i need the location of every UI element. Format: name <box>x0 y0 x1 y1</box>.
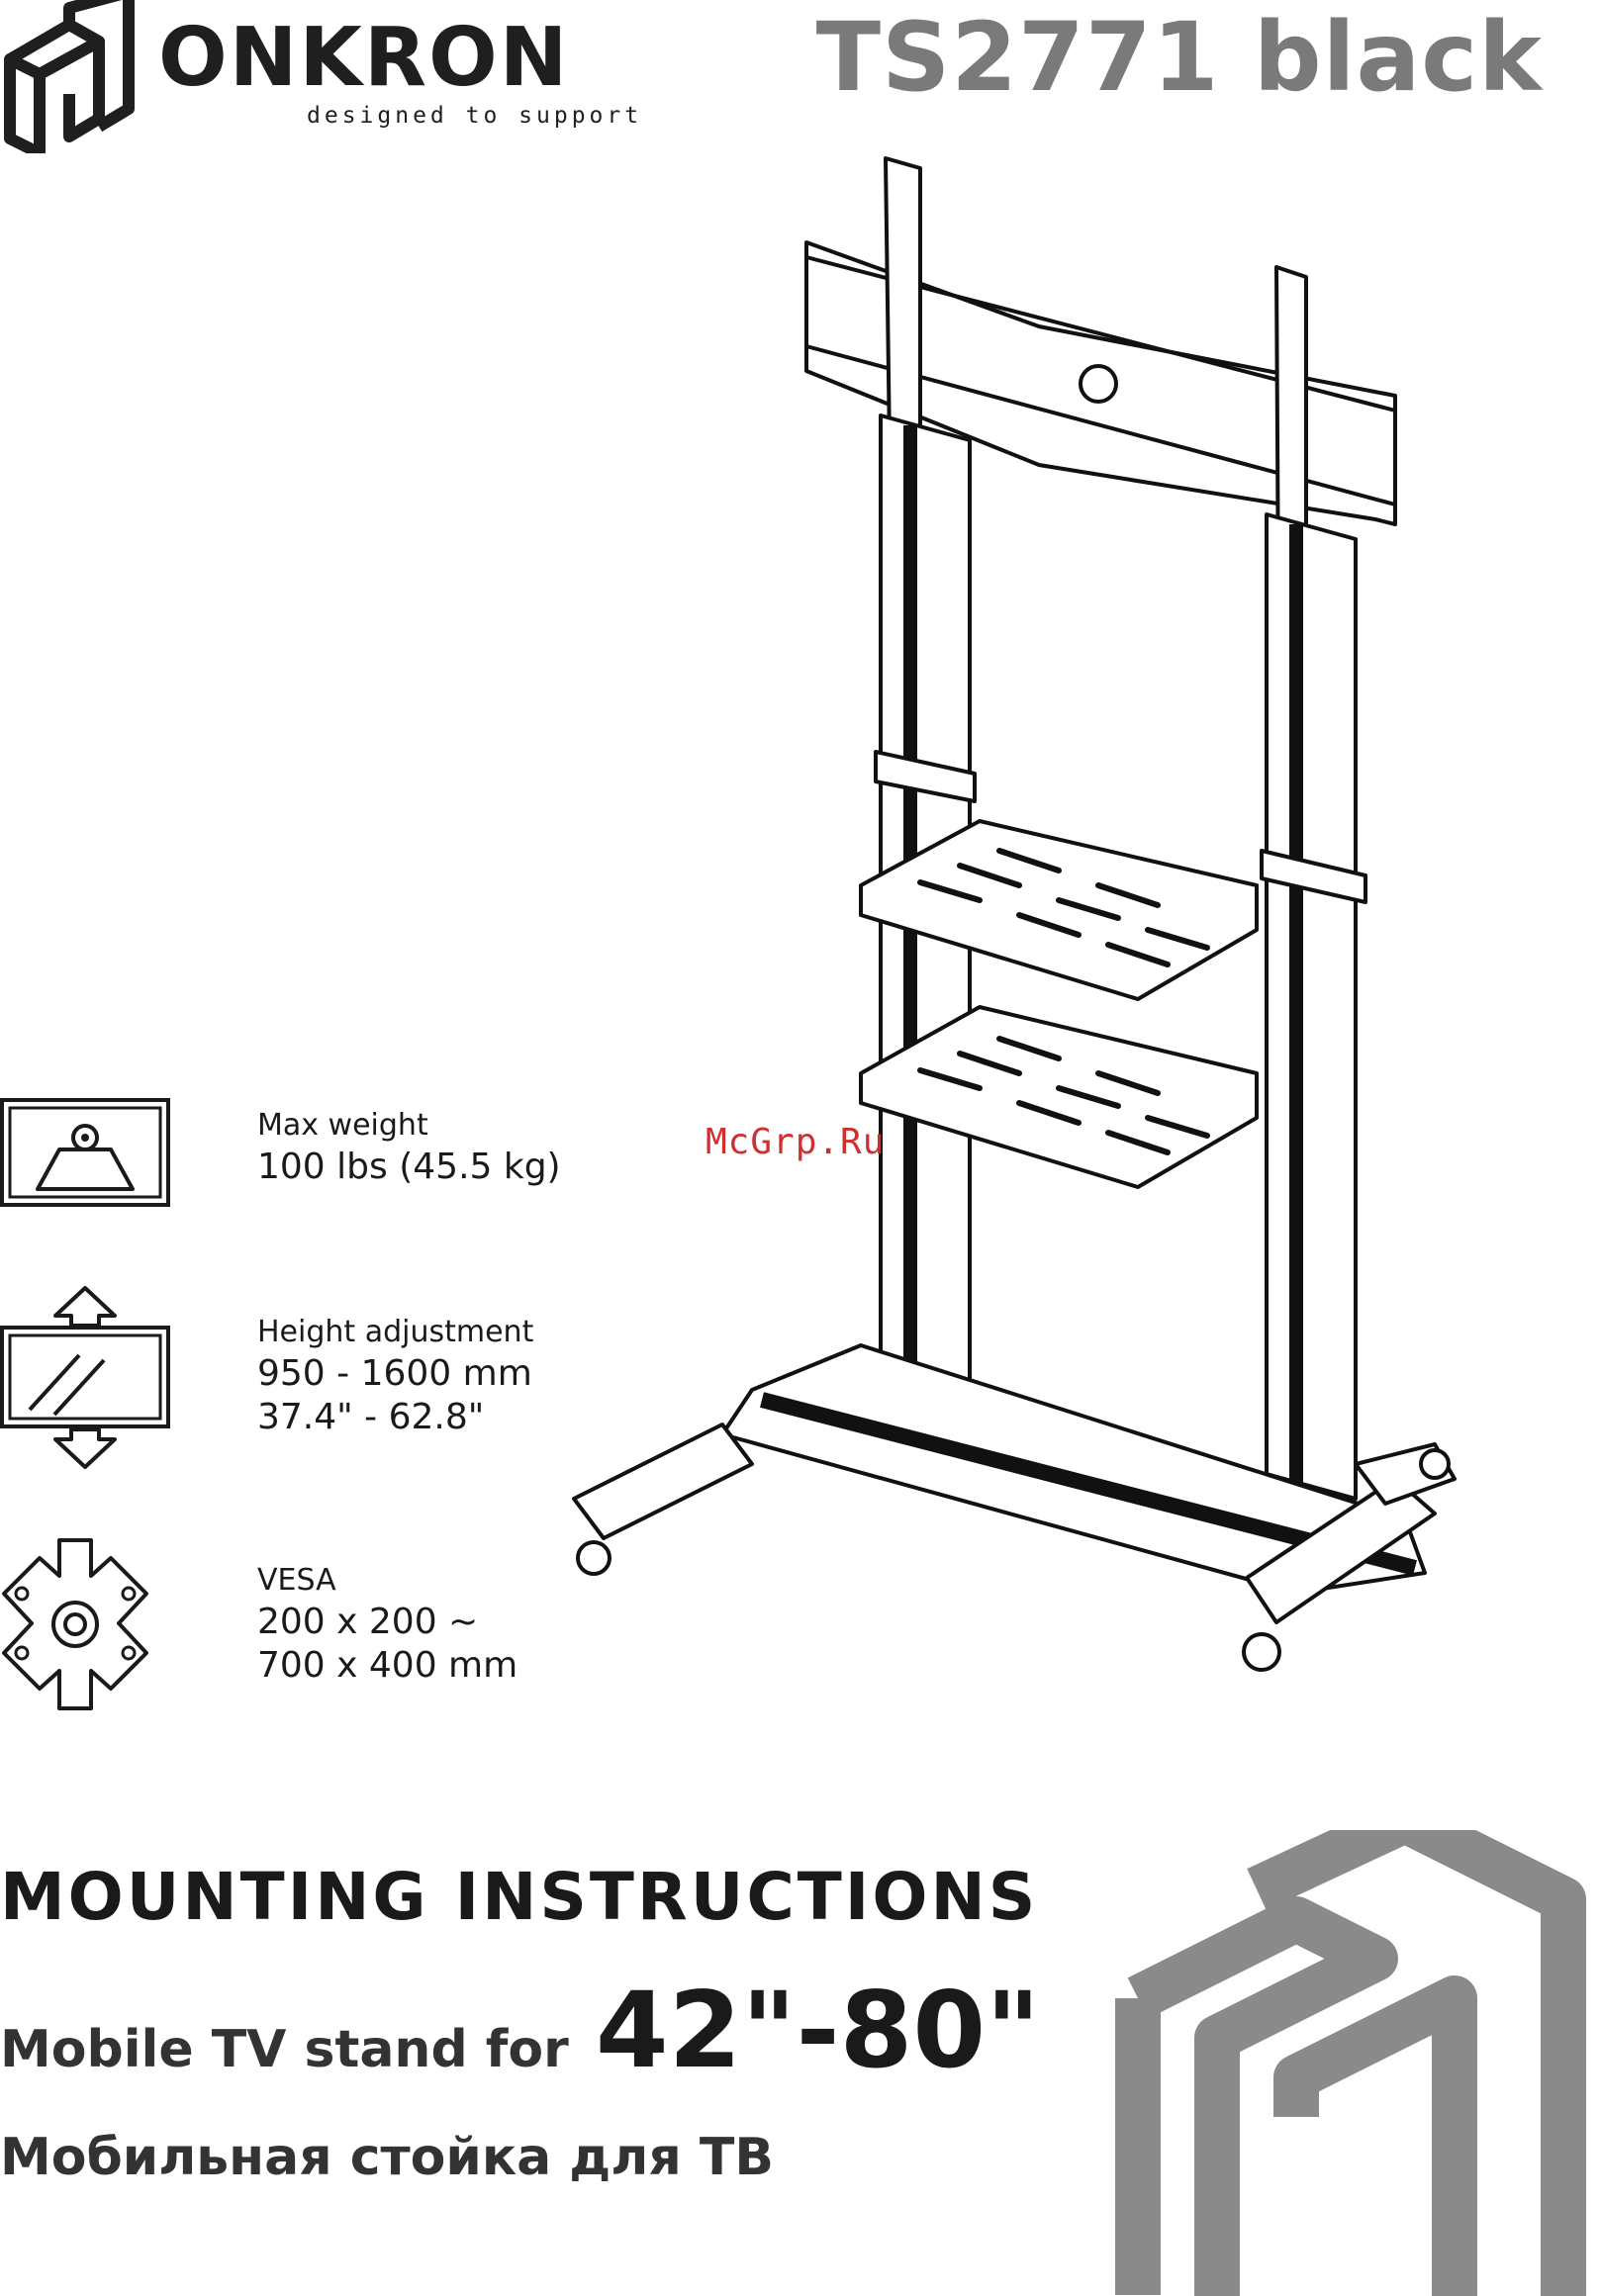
brand-name: ONKRON <box>158 18 569 99</box>
subtitle-english: Mobile TV stand for <box>0 2020 569 2079</box>
weight-icon <box>0 1098 170 1207</box>
model-title: TS2771 black <box>816 10 1543 105</box>
spec-value: 700 x 400 mm <box>257 1644 518 1688</box>
subtitle-russian: Мобильная стойка для ТВ <box>0 2132 774 2183</box>
spec-vesa: VESA 200 x 200 ~ 700 x 400 mm <box>257 1561 518 1688</box>
spec-value: 200 x 200 ~ <box>257 1601 518 1644</box>
tv-stand-illustration <box>564 148 1534 1771</box>
spec-value: 950 - 1600 mm <box>257 1352 533 1396</box>
spec-height-adjustment: Height adjustment 950 - 1600 mm 37.4" - … <box>257 1313 533 1439</box>
screen-size-range: 42"-80" <box>596 1970 1040 2091</box>
spec-max-weight: Max weight 100 lbs (45.5 kg) <box>257 1106 561 1189</box>
spec-label: Height adjustment <box>257 1313 533 1352</box>
spec-label: VESA <box>257 1561 518 1601</box>
watermark-text: McGrp.Ru <box>706 1122 885 1162</box>
onkron-large-logo-icon <box>1108 1830 1600 2296</box>
onkron-logo-icon <box>0 0 139 153</box>
spec-value: 100 lbs (45.5 kg) <box>257 1146 561 1189</box>
document-title: MOUNTING INSTRUCTIONS <box>0 1865 1038 1930</box>
height-adjust-icon <box>0 1286 170 1469</box>
brand-tagline: designed to support <box>307 103 642 129</box>
vesa-plate-icon <box>0 1538 150 1711</box>
spec-value: 37.4" - 62.8" <box>257 1396 533 1439</box>
product-subtitle: Mobile TV stand for 42"-80" <box>0 1978 1040 2083</box>
spec-label: Max weight <box>257 1106 561 1146</box>
